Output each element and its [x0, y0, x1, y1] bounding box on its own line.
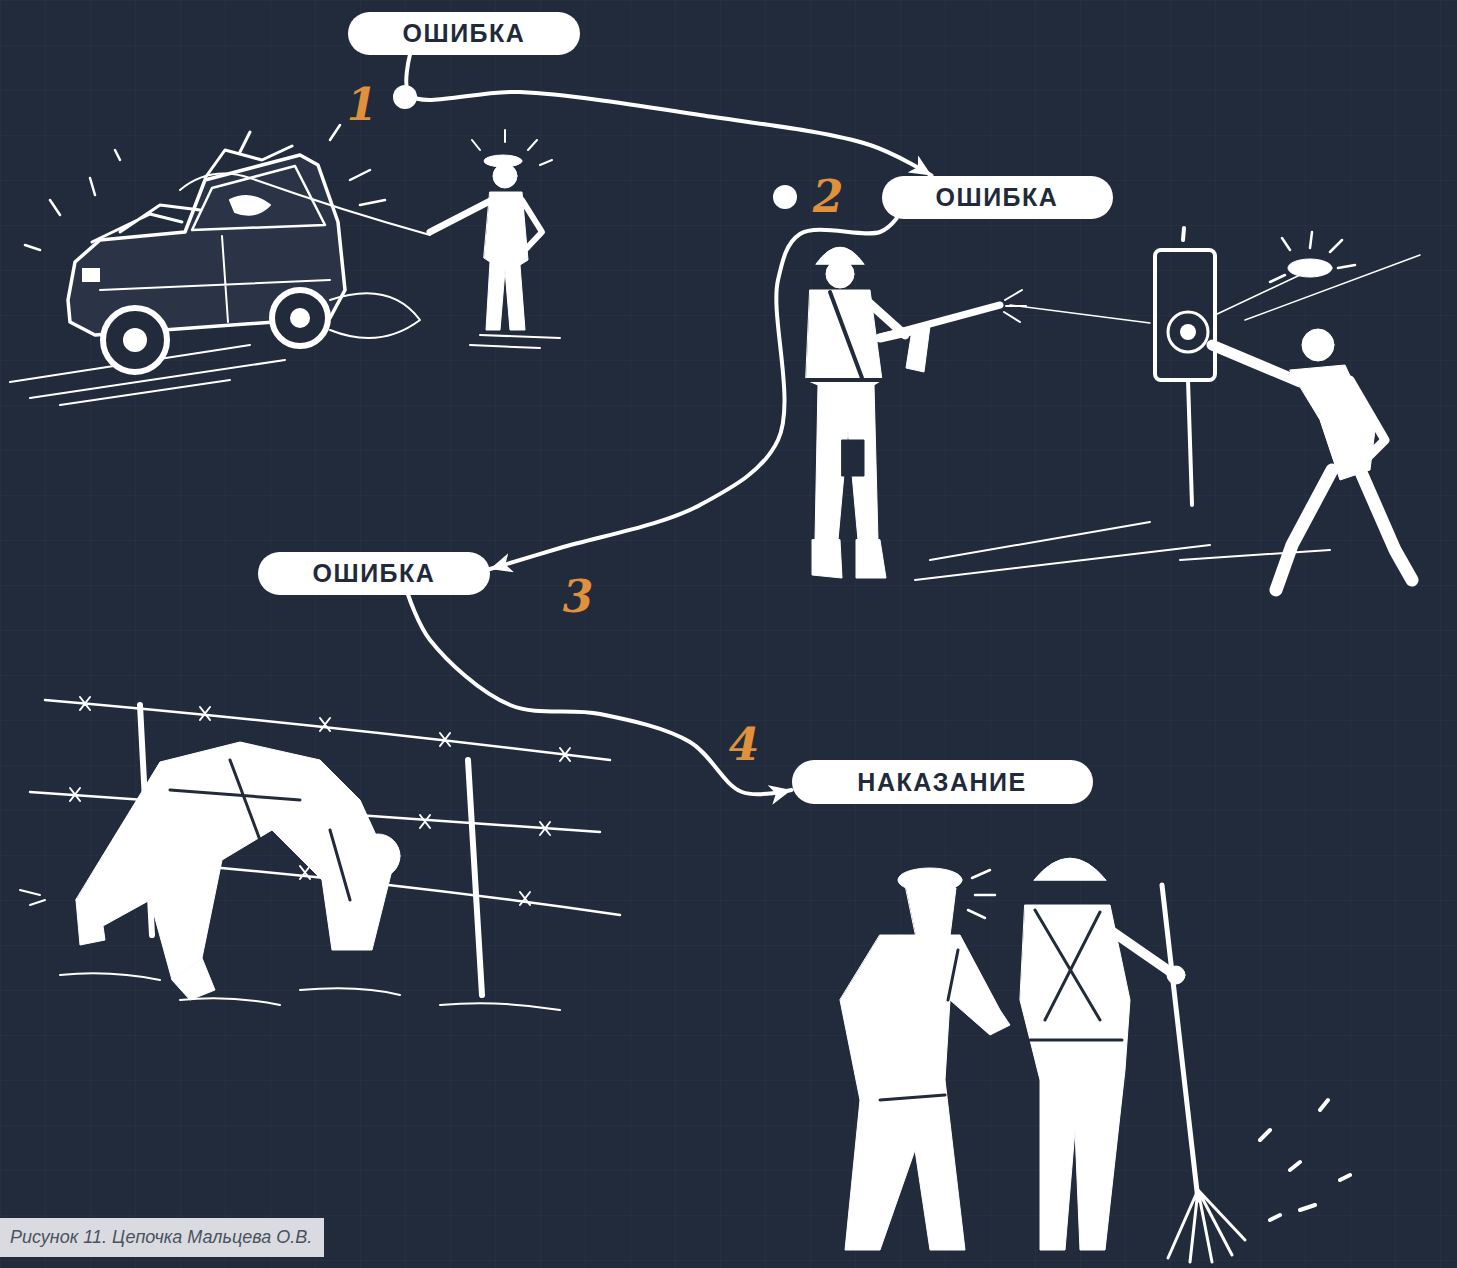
car-sketch: [123, 328, 147, 352]
running-officer: [1212, 345, 1300, 382]
soldier-with-broom: [1167, 966, 1185, 984]
callout-number: 2: [813, 175, 844, 219]
soldier-shooting: [806, 247, 1420, 580]
running-officer: [1288, 259, 1332, 277]
car-sketch: [230, 196, 270, 215]
crawling-soldier: [356, 834, 400, 878]
officer-figure: [472, 130, 552, 165]
soldier-shooting: [870, 305, 1000, 340]
running-officer: [1212, 232, 1412, 590]
crawling-soldier: [170, 760, 350, 900]
barbed-wire: [20, 697, 620, 1010]
running-officer: [1360, 470, 1412, 580]
running-officer: [1302, 329, 1334, 361]
soldier-shooting: [842, 440, 864, 476]
running-officer: [1270, 232, 1355, 282]
car-sketch: [290, 308, 310, 328]
car-sketch: [10, 125, 430, 405]
shooting-target: [1155, 250, 1215, 380]
car-sketch: [330, 293, 420, 338]
soldier-with-broom: [1110, 930, 1175, 975]
callout-number: 1: [347, 83, 378, 127]
officer-figure: [430, 200, 492, 232]
scolding-officer: [968, 870, 995, 918]
soldier-with-broom: [1020, 858, 1350, 1262]
soldier-shooting: [806, 290, 882, 540]
running-officer: [1276, 470, 1332, 590]
car-sketch: [103, 308, 167, 372]
callout-number: 3: [563, 575, 594, 619]
step-pill: НАКАЗАНИЕ: [792, 760, 1093, 804]
officer-figure: [484, 192, 528, 330]
soldier-with-broom: [1168, 1190, 1245, 1262]
scolding-officer: [880, 950, 958, 1100]
arrow-connector: [490, 219, 897, 570]
step-label: ОШИБКА: [403, 21, 526, 46]
soldier-with-broom: [1162, 885, 1198, 1200]
car-sketch: [272, 290, 328, 346]
step-dot: [773, 185, 797, 209]
step-label: ОШИБКА: [936, 185, 1059, 210]
shooting-target: [1155, 228, 1215, 505]
soldier-shooting: [906, 326, 930, 372]
scolding-officer: [840, 868, 1010, 1250]
step-pill: ОШИБКА: [882, 176, 1113, 219]
step-label: НАКАЗАНИЕ: [857, 770, 1026, 795]
step-pill: ОШИБКА: [258, 552, 490, 595]
scolding-officer: [840, 935, 1010, 1250]
car-sketch: [92, 205, 200, 242]
arrow-connector: [406, 55, 931, 176]
soldier-with-broom: [1020, 905, 1130, 1250]
callout-number: 4: [729, 723, 760, 767]
officer-figure: [470, 335, 560, 348]
shooting-target: [1183, 228, 1192, 505]
soldier-with-broom: [1260, 1100, 1350, 1220]
arrow-connector: [408, 595, 792, 795]
step-pill: ОШИБКА: [348, 12, 580, 55]
car-sketch: [25, 125, 385, 250]
officer-figure: [522, 200, 542, 250]
soldier-shooting: [826, 260, 854, 288]
officer-figure: [493, 164, 517, 188]
shooting-target: [1168, 312, 1208, 352]
barbed-wire: [60, 973, 560, 1010]
soldier-shooting: [812, 540, 886, 578]
crawling-soldier: [76, 742, 400, 1000]
figure-caption: Рисунок 11. Цепочка Мальцева О.В.: [0, 1218, 324, 1257]
officer-figure: [430, 130, 560, 348]
soldier-with-broom: [1034, 858, 1106, 880]
step-label: ОШИБКА: [313, 561, 436, 586]
step-dot: [393, 85, 797, 209]
car-sketch: [180, 174, 430, 235]
crawling-soldier: [76, 900, 215, 1000]
running-officer: [1350, 380, 1385, 460]
car-sketch: [205, 132, 292, 178]
barbed-wire: [20, 890, 45, 905]
soldier-shooting: [915, 522, 1330, 580]
crawling-soldier: [76, 742, 392, 980]
scolding-officer: [906, 888, 956, 936]
car-sketch: [82, 268, 100, 282]
shooting-target: [1180, 324, 1196, 340]
